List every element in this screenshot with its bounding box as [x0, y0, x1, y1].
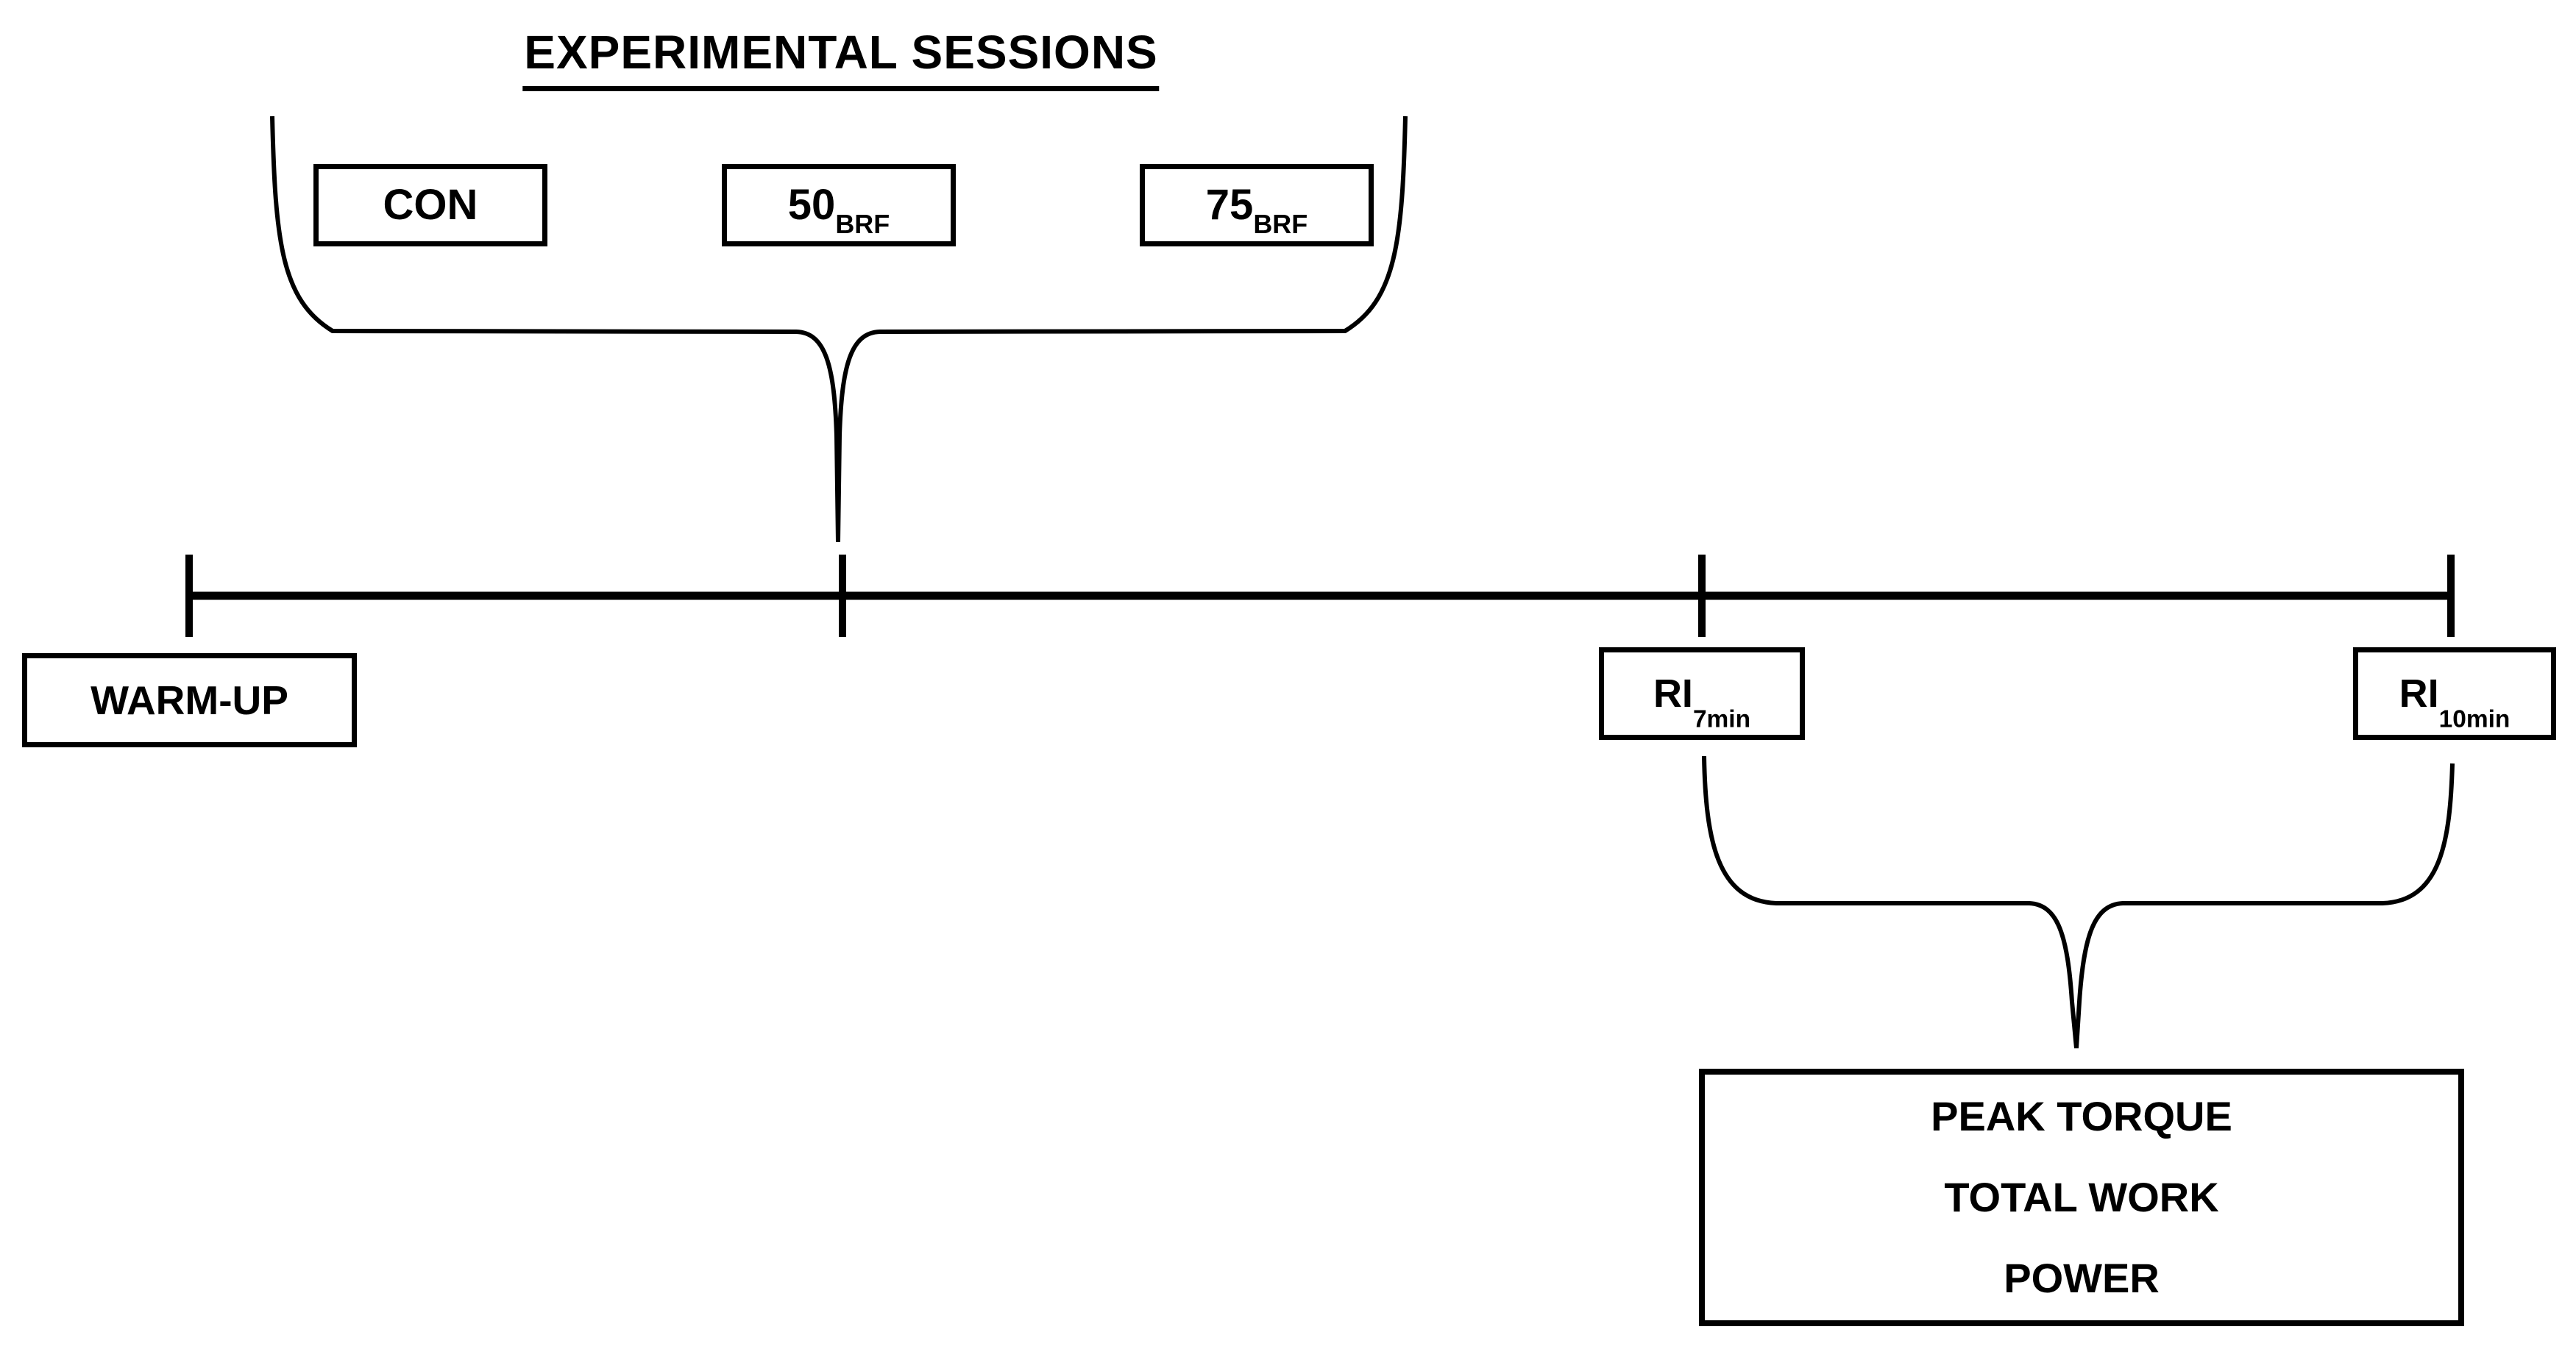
sessions-brace: [270, 115, 1408, 543]
session-box-50brf: 50 BRF: [722, 164, 956, 246]
page-title: EXPERIMENTAL SESSIONS: [522, 25, 1160, 91]
outcomes-box: PEAK TORQUE TOTAL WORK POWER: [1699, 1069, 2464, 1326]
results-brace: [1702, 755, 2455, 1049]
session-box-75brf: 75 BRF: [1140, 164, 1374, 246]
session-label-con: CON: [383, 181, 478, 229]
outcome-line-power: POWER: [2004, 1255, 2160, 1302]
rest-interval-10min-box: RI 10min: [2353, 647, 2556, 740]
rest-interval-7min-box: RI 7min: [1599, 647, 1805, 740]
ri10-label-subscript: 10min: [2438, 705, 2511, 733]
outcome-line-peak-torque: PEAK TORQUE: [1931, 1093, 2232, 1139]
ri7-label: RI: [1653, 672, 1693, 716]
warmup-box: WARM-UP: [22, 653, 357, 747]
outcome-line-total-work: TOTAL WORK: [1944, 1174, 2219, 1221]
warmup-label: WARM-UP: [91, 677, 288, 723]
session-label-50: 50: [787, 181, 836, 229]
session-label-75-subscript: BRF: [1253, 209, 1308, 240]
session-label-75: 75: [1205, 181, 1254, 229]
session-box-con: CON: [313, 164, 547, 246]
ri10-label: RI: [2399, 672, 2439, 716]
session-label-50-subscript: BRF: [835, 209, 890, 240]
ri7-label-subscript: 7min: [1692, 705, 1751, 733]
